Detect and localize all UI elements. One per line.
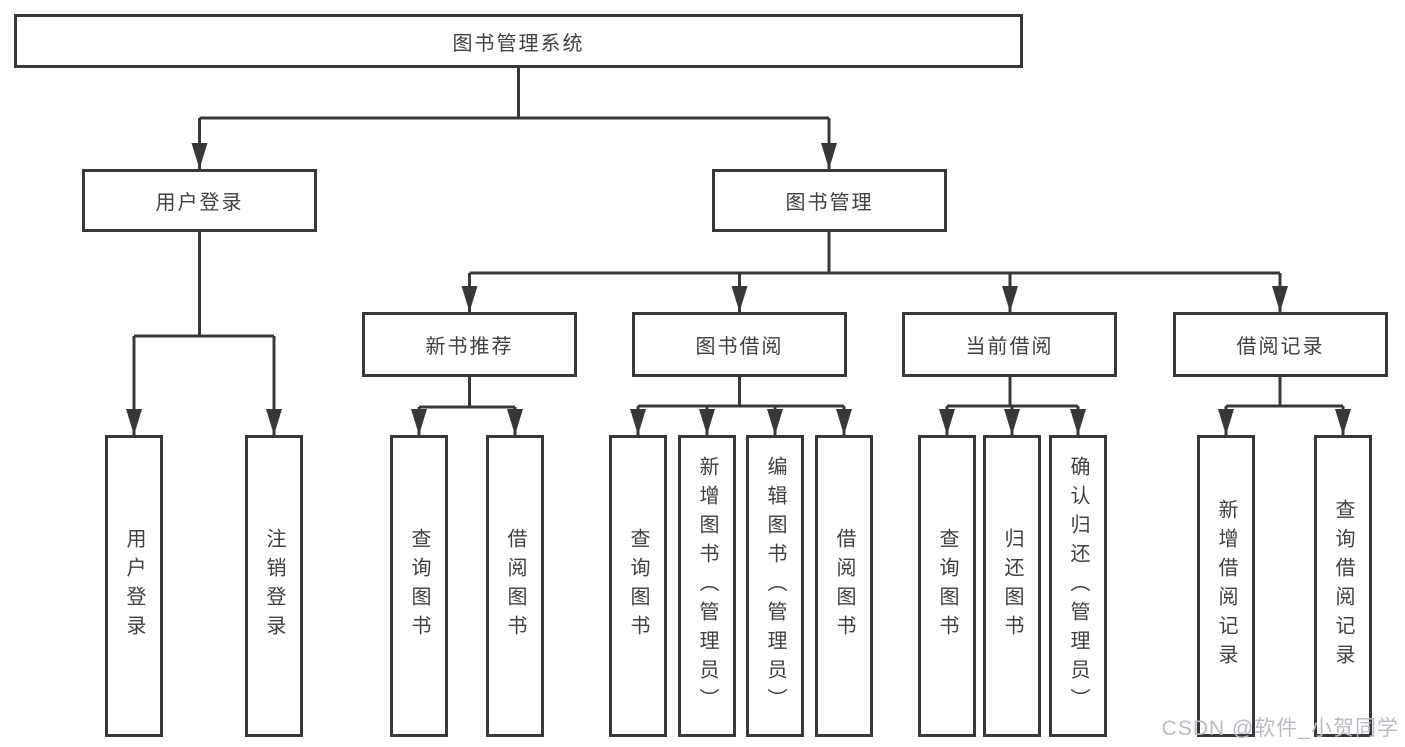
node-borrowing-borrow-books: 借阅图书 [815, 435, 873, 737]
node-query-borrow-record: 查询借阅记录 [1314, 435, 1372, 737]
node-recommend-borrow-books: 借阅图书 [486, 435, 544, 737]
node-recommend-query-books: 查询图书 [390, 435, 448, 737]
node-book-management-branch: 图书管理 [712, 169, 947, 232]
node-new-book-recommend: 新书推荐 [362, 312, 577, 377]
edges-book-management-to-level3 [461, 232, 1288, 312]
node-add-borrow-record: 新增借阅记录 [1197, 435, 1255, 737]
edges-book-borrowing-subtree [630, 377, 852, 435]
edges-user-login-subtree [126, 232, 282, 435]
node-add-books-admin: 新增图书（管理员） [678, 435, 736, 737]
edges-borrowing-records-subtree [1218, 377, 1351, 435]
watermark: CSDN @软件_小贺同学 [1161, 717, 1399, 740]
node-logout: 注销登录 [245, 435, 303, 737]
node-book-management-system: 图书管理系统 [14, 14, 1023, 68]
node-user-login-leaf: 用户登录 [105, 435, 163, 737]
node-current-query-books: 查询图书 [918, 435, 976, 737]
edges-current-borrowing-subtree [939, 377, 1086, 435]
node-book-borrowing: 图书借阅 [632, 312, 847, 377]
node-edit-books-admin: 编辑图书（管理员） [746, 435, 804, 737]
node-borrowing-query-books: 查询图书 [609, 435, 667, 737]
edges-new-book-recommend-subtree [411, 377, 523, 435]
edges-root-to-level2 [191, 68, 837, 169]
node-borrowing-records: 借阅记录 [1173, 312, 1388, 377]
node-return-books: 归还图书 [983, 435, 1041, 737]
node-confirm-return-admin: 确认归还（管理员） [1049, 435, 1107, 737]
node-current-borrowing: 当前借阅 [902, 312, 1117, 377]
node-user-login-branch: 用户登录 [82, 169, 317, 232]
